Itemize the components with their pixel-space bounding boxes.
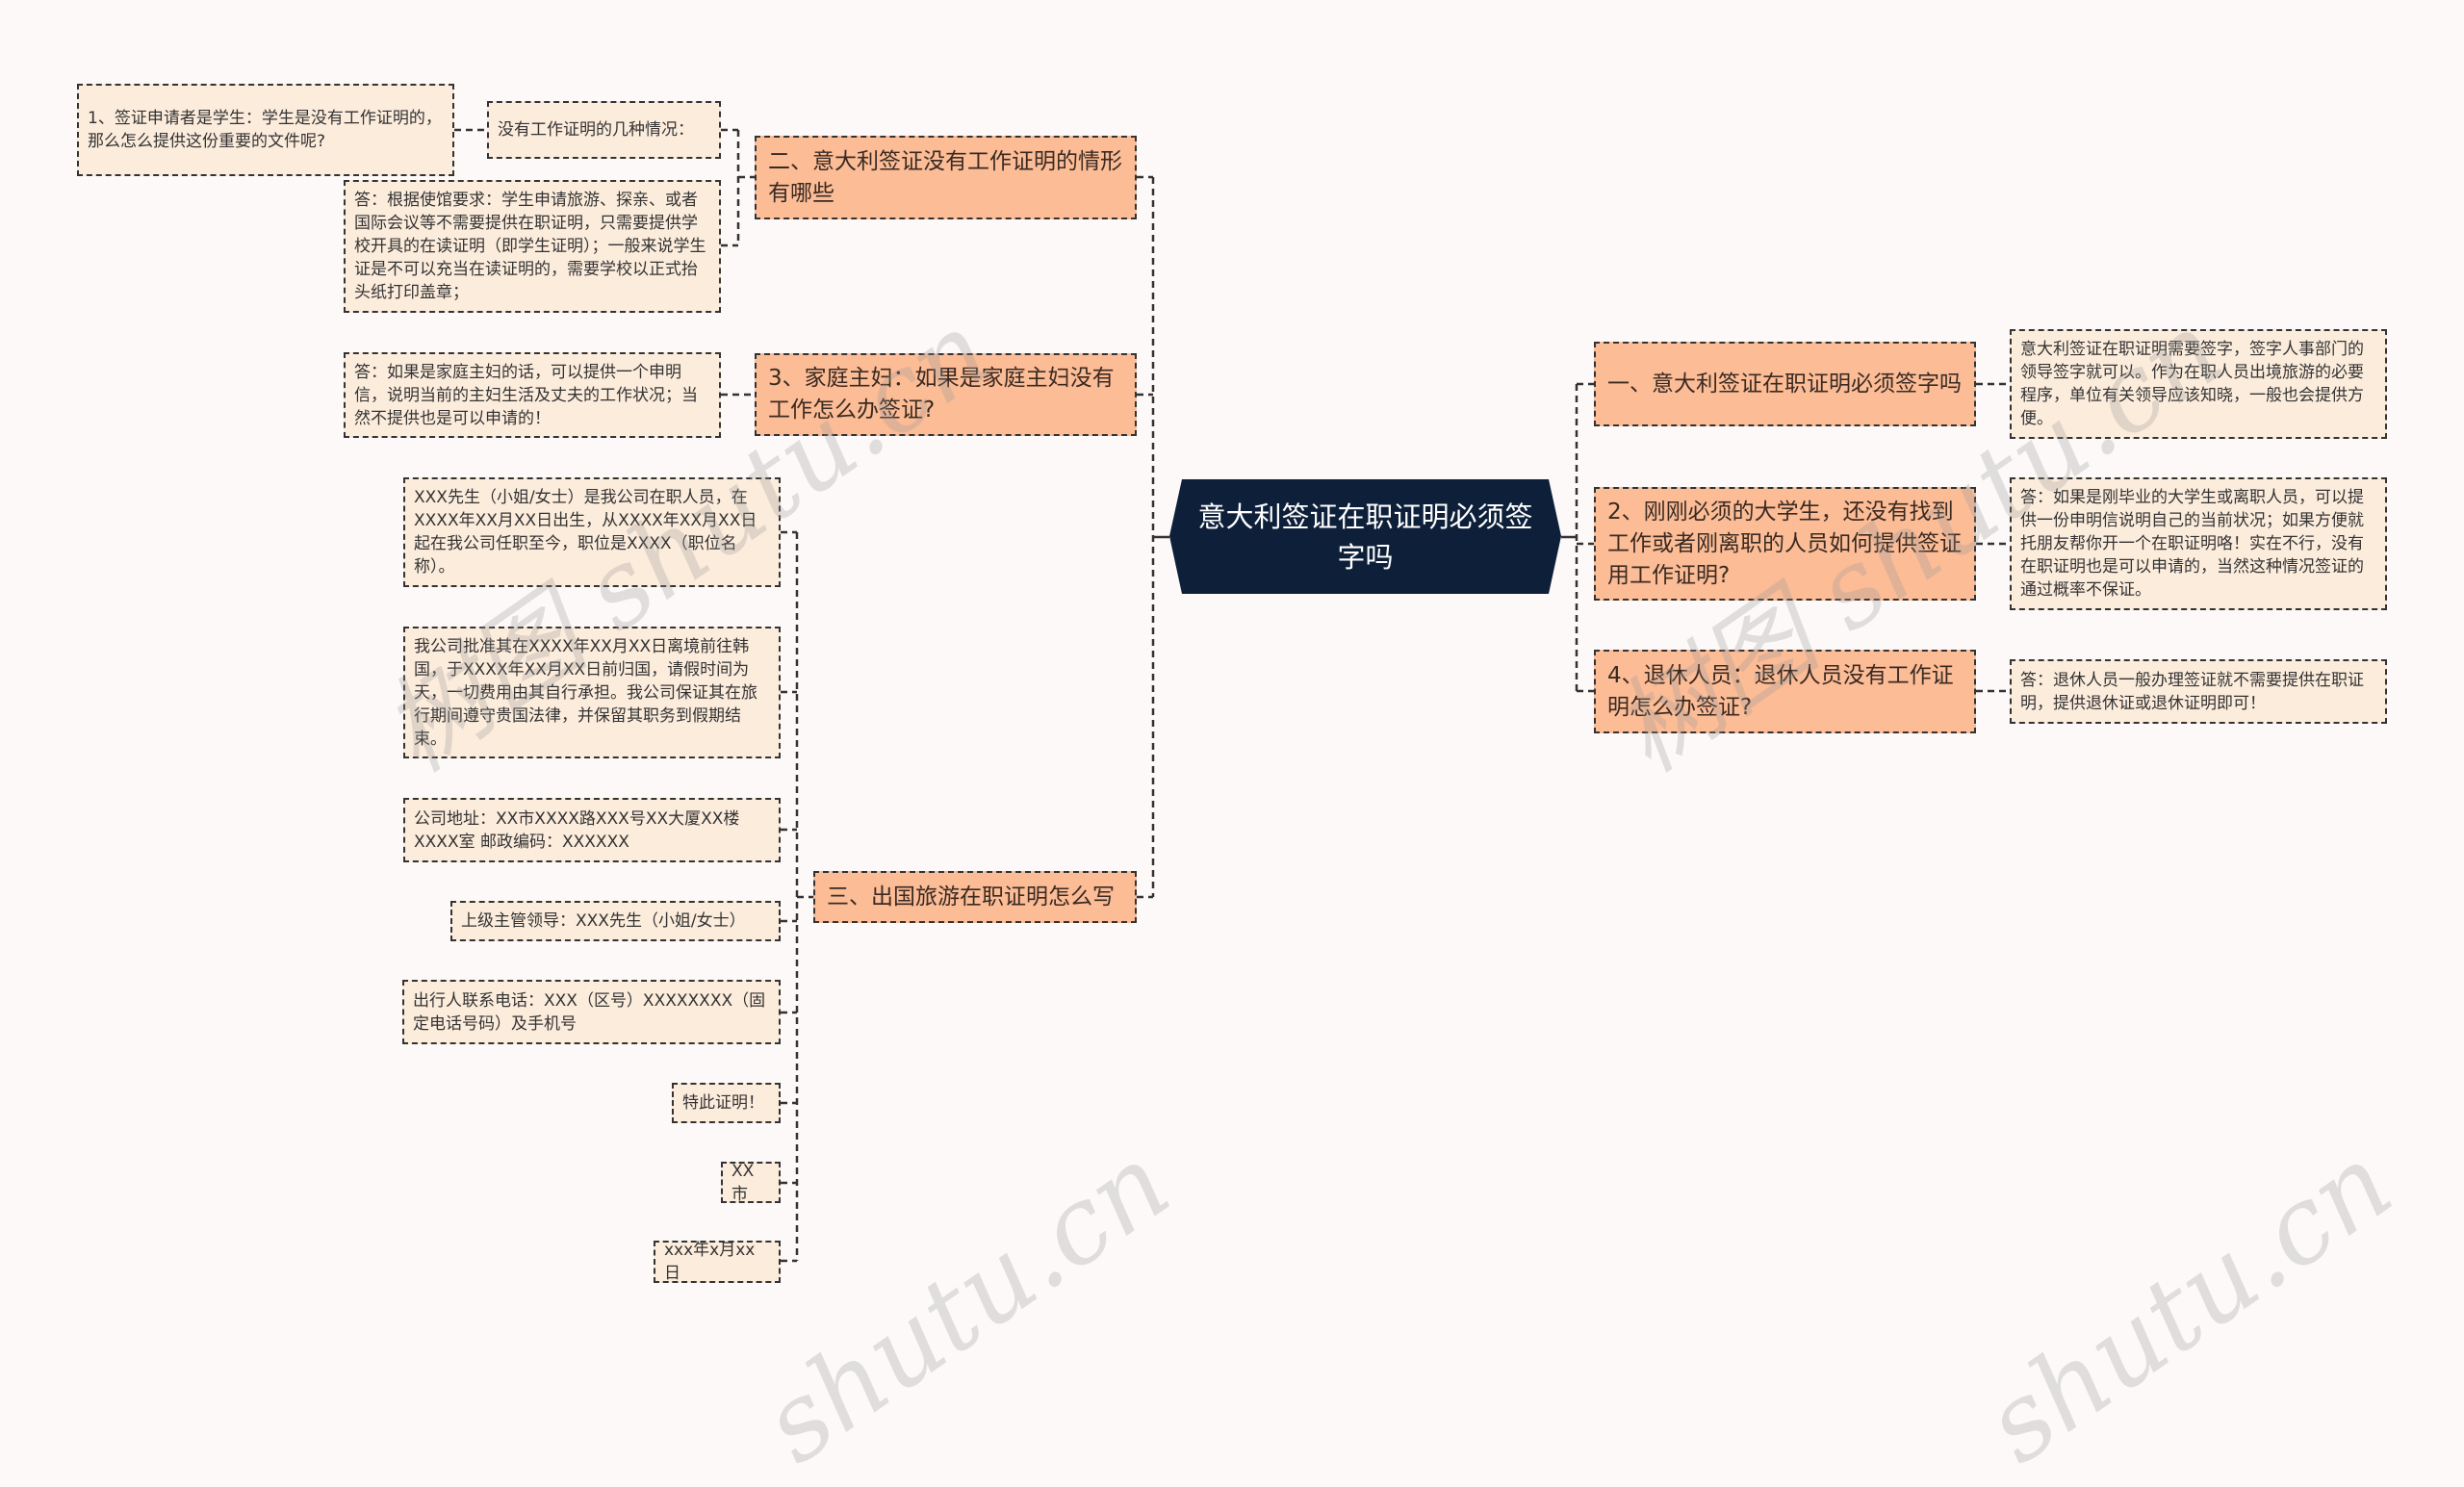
- answer-text: 意大利签证在职证明需要签字，签字人事部门的领导签字就可以。作为在职人员出境旅游的…: [2020, 340, 2364, 428]
- sub-node-label: 公司地址：XX市XXXX路XXX号XX大厦XX楼XXXX室 邮政编码：XXXXX…: [414, 808, 740, 852]
- sub-node-housewife-answer[interactable]: 答：如果是家庭主妇的话，可以提供一个申明信，说明当前的主妇生活及丈夫的工作状况；…: [344, 352, 721, 438]
- sub-node-label: 1、签证申请者是学生：学生是没有工作证明的，那么怎么提供这份重要的文件呢?: [88, 109, 442, 151]
- answer-text: 答：如果是刚毕业的大学生或离职人员，可以提供一份申明信说明自己的当前状况；如果方…: [2020, 488, 2364, 600]
- sub-node-letter-certify[interactable]: 特此证明！: [672, 1083, 781, 1123]
- answer-node-right-1[interactable]: 意大利签证在职证明需要签字，签字人事部门的领导签字就可以。作为在职人员出境旅游的…: [2010, 329, 2387, 439]
- sub-node-letter-date[interactable]: xxx年x月xx日: [654, 1241, 781, 1283]
- sub-node-label: 答：如果是家庭主妇的话，可以提供一个申明信，说明当前的主妇生活及丈夫的工作状况；…: [354, 362, 698, 428]
- answer-node-right-2[interactable]: 答：如果是刚毕业的大学生或离职人员，可以提供一份申明信说明自己的当前状况；如果方…: [2010, 477, 2387, 610]
- sub-node-label: XX市: [732, 1161, 755, 1204]
- mind-map-canvas: 意大利签证在职证明必须签字吗 一、意大利签证在职证明必须签字吗 2、刚刚必须的大…: [77, 84, 2413, 1487]
- sub-node-letter-city[interactable]: XX市: [721, 1161, 781, 1204]
- root-label: 意大利签证在职证明必须签字吗: [1197, 500, 1533, 574]
- branch-label: 二、意大利签证没有工作证明的情形有哪些: [768, 148, 1122, 206]
- root-node[interactable]: 意大利签证在职证明必须签字吗: [1169, 479, 1561, 594]
- branch-label: 三、出国旅游在职证明怎么写: [827, 884, 1115, 910]
- answer-text: 答：退休人员一般办理签证就不需要提供在职证明，提供退休证或退休证明即可！: [2020, 670, 2364, 713]
- branch-label: 2、刚刚必须的大学生，还没有找到工作或者刚离职的人员如何提供签证用工作证明?: [1607, 499, 1962, 588]
- branch-node-left-3[interactable]: 三、出国旅游在职证明怎么写: [813, 871, 1137, 923]
- sub-node-label: 没有工作证明的几种情况：: [498, 120, 694, 140]
- sub-node-no-work-cases[interactable]: 没有工作证明的几种情况：: [487, 101, 721, 159]
- sub-node-letter-address[interactable]: 公司地址：XX市XXXX路XXX号XX大厦XX楼XXXX室 邮政编码：XXXXX…: [403, 798, 781, 862]
- sub-node-label: xxx年x月xx日: [664, 1241, 756, 1283]
- sub-node-label: 上级主管领导：XXX先生（小姐/女士）: [461, 911, 746, 931]
- branch-label: 4、退休人员：退休人员没有工作证明怎么办签证?: [1607, 662, 1954, 720]
- sub-node-letter-approval[interactable]: 我公司批准其在XXXX年XX月XX日离境前往韩国，于XXXX年XX月XX日前归国…: [403, 627, 781, 758]
- sub-node-letter-employee[interactable]: XXX先生（小姐/女士）是我公司在职人员，在XXXX年XX月XX日出生，从XXX…: [403, 477, 781, 587]
- sub-node-student-question[interactable]: 1、签证申请者是学生：学生是没有工作证明的，那么怎么提供这份重要的文件呢?: [77, 84, 454, 176]
- branch-node-right-1[interactable]: 一、意大利签证在职证明必须签字吗: [1594, 342, 1976, 426]
- branch-label: 3、家庭主妇：如果是家庭主妇没有工作怎么办签证?: [768, 366, 1115, 423]
- connector-lines: [454, 128, 2010, 1263]
- sub-node-label: 出行人联系电话：XXX（区号）XXXXXXXX（固定电话号码）及手机号: [413, 990, 766, 1034]
- root-hexagon-shape: [1169, 479, 1561, 594]
- sub-node-label: XXX先生（小姐/女士）是我公司在职人员，在XXXX年XX月XX日出生，从XXX…: [414, 488, 757, 577]
- sub-node-label: 我公司批准其在XXXX年XX月XX日离境前往韩国，于XXXX年XX月XX日前归国…: [414, 636, 757, 749]
- branch-node-left-2[interactable]: 3、家庭主妇：如果是家庭主妇没有工作怎么办签证?: [755, 353, 1137, 436]
- branch-label: 一、意大利签证在职证明必须签字吗: [1607, 371, 1962, 397]
- answer-node-right-3[interactable]: 答：退休人员一般办理签证就不需要提供在职证明，提供退休证或退休证明即可！: [2010, 659, 2387, 724]
- branch-node-right-2[interactable]: 2、刚刚必须的大学生，还没有找到工作或者刚离职的人员如何提供签证用工作证明?: [1594, 487, 1976, 601]
- sub-node-letter-supervisor[interactable]: 上级主管领导：XXX先生（小姐/女士）: [450, 901, 781, 941]
- sub-node-label: 特此证明！: [682, 1093, 764, 1113]
- branch-node-left-1[interactable]: 二、意大利签证没有工作证明的情形有哪些: [755, 136, 1137, 219]
- sub-node-label: 答：根据使馆要求：学生申请旅游、探亲、或者国际会议等不需要提供在职证明，只需要提…: [354, 191, 706, 302]
- sub-node-student-answer[interactable]: 答：根据使馆要求：学生申请旅游、探亲、或者国际会议等不需要提供在职证明，只需要提…: [344, 180, 721, 313]
- sub-node-letter-phone[interactable]: 出行人联系电话：XXX（区号）XXXXXXXX（固定电话号码）及手机号: [402, 980, 781, 1044]
- branch-node-right-3[interactable]: 4、退休人员：退休人员没有工作证明怎么办签证?: [1594, 650, 1976, 733]
